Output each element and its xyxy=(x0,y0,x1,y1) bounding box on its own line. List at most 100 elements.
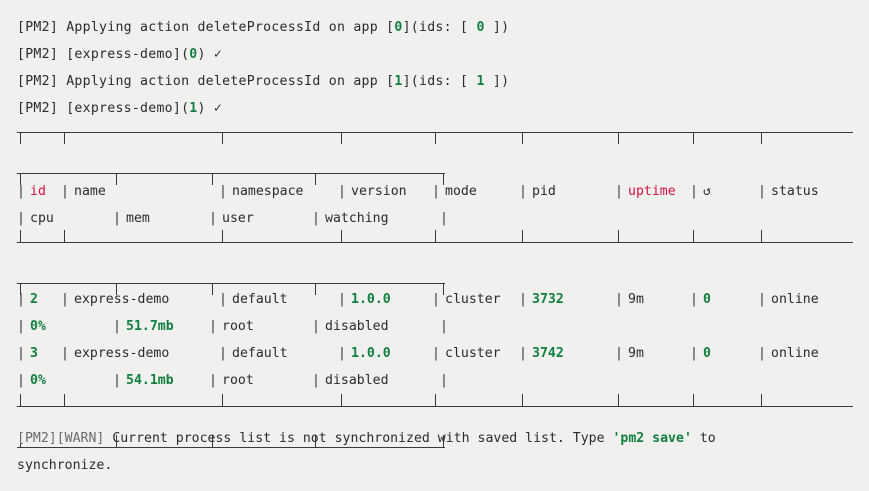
table-rule-tick xyxy=(20,283,21,295)
table-column-divider: | xyxy=(61,292,69,307)
table-column-divider: | xyxy=(690,292,698,307)
warning-line-2: synchronize. xyxy=(17,458,113,473)
table-column-divider: | xyxy=(432,184,440,199)
log-segment: ]) xyxy=(484,74,510,89)
table-column-divider: | xyxy=(758,184,766,199)
table-column-divider: | xyxy=(690,184,698,199)
cell-version: 1.0.0 xyxy=(351,346,391,361)
table-column-divider: | xyxy=(17,373,25,388)
log-line: [PM2] Applying action deleteProcessId on… xyxy=(17,68,857,95)
table-border-top-lower xyxy=(0,151,869,185)
table-rule-tick xyxy=(116,283,117,295)
table-header-mode: mode xyxy=(445,184,477,199)
table-rule-tick xyxy=(20,132,21,144)
table-column-divider: | xyxy=(61,184,69,199)
table-rule-tick xyxy=(222,132,223,144)
table-rule-tick xyxy=(315,435,316,447)
table-column-divider: | xyxy=(758,292,766,307)
table-rule-tick xyxy=(761,230,762,242)
cell-id: 2 xyxy=(30,292,38,307)
table-column-divider: | xyxy=(209,373,217,388)
table-column-divider: | xyxy=(519,184,527,199)
table-column-divider: | xyxy=(338,292,346,307)
table-rule-tick xyxy=(618,132,619,144)
table-header-row-primary: | id | name | namespace | version | mode | pid | upti… xyxy=(0,178,869,205)
table-header-watching: watching xyxy=(325,211,389,226)
log-segment: ✓ xyxy=(213,101,223,116)
process-table: | id | name | namespace | version | mode | pid | upti… xyxy=(0,124,869,448)
table-header-cpu: cpu xyxy=(30,211,54,226)
table-column-divider: | xyxy=(17,184,25,199)
table-header-id: id xyxy=(30,184,46,199)
table-column-divider: | xyxy=(113,319,121,334)
table-column-divider: | xyxy=(219,346,227,361)
table-rule-tick xyxy=(116,173,117,185)
table-rule-tick xyxy=(20,394,21,406)
cell-version: 1.0.0 xyxy=(351,292,391,307)
table-rule-tick xyxy=(20,173,21,185)
cell-cpu: 0% xyxy=(30,319,46,334)
cell-mem: 54.1mb xyxy=(126,373,174,388)
table-column-divider: | xyxy=(432,292,440,307)
cell-mode: cluster xyxy=(445,346,501,361)
table-header-namespace: namespace xyxy=(232,184,304,199)
table-border-bottom-upper xyxy=(0,394,869,421)
table-border-bottom-lower xyxy=(0,421,869,448)
table-row-secondary: |0%|51.7mb|root|disabled| xyxy=(0,313,869,340)
table-column-divider: | xyxy=(219,292,227,307)
table-rule-tick xyxy=(64,132,65,144)
table-rule-tick xyxy=(64,230,65,242)
warning-line-1: [PM2][WARN] Current process list is not … xyxy=(17,425,857,452)
table-column-divider: | xyxy=(338,346,346,361)
table-column-divider: | xyxy=(519,292,527,307)
table-rule-tick xyxy=(222,394,223,406)
table-column-divider: | xyxy=(432,346,440,361)
log-segment: 1 xyxy=(476,74,485,89)
log-segment: ](ids: [ xyxy=(402,20,477,35)
table-header-uptime: uptime xyxy=(628,184,676,199)
table-header-pid: pid xyxy=(532,184,556,199)
table-rule-tick xyxy=(618,394,619,406)
table-rule-tick xyxy=(341,230,342,242)
log-line: [PM2] [express-demo](0) ✓ xyxy=(17,41,857,68)
table-row: |2|express-demo|default|1.0.0|cluster|37… xyxy=(0,286,869,313)
table-header-version: version xyxy=(351,184,407,199)
table-horizontal-rule xyxy=(17,447,445,448)
table-column-divider: | xyxy=(690,346,698,361)
table-header-name: name xyxy=(74,184,106,199)
table-column-divider: | xyxy=(312,319,320,334)
table-column-divider: | xyxy=(17,211,25,226)
table-column-divider: | xyxy=(17,346,25,361)
table-rule-tick xyxy=(116,435,117,447)
table-rule-tick xyxy=(315,173,316,185)
table-rule-tick xyxy=(761,394,762,406)
table-rule-tick xyxy=(435,394,436,406)
table-column-divider: | xyxy=(615,184,623,199)
cell-pid: 3742 xyxy=(532,346,564,361)
table-border-top-upper xyxy=(0,124,869,151)
cell-uptime: 9m xyxy=(628,346,644,361)
log-segment: 0 xyxy=(189,47,198,62)
cell-restarts: 0 xyxy=(703,346,711,361)
table-rule-tick xyxy=(20,230,21,242)
log-segment: 0 xyxy=(476,20,485,35)
cell-cpu: 0% xyxy=(30,373,46,388)
table-rule-tick xyxy=(222,230,223,242)
log-segment: [PM2] [express-demo]( xyxy=(17,47,190,62)
table-column-divider: | xyxy=(17,292,25,307)
log-segment: ✓ xyxy=(213,47,223,62)
log-output: [PM2] Applying action deleteProcessId on… xyxy=(17,14,857,122)
table-horizontal-rule xyxy=(17,242,853,243)
table-rule-tick xyxy=(522,132,523,144)
cell-uptime: 9m xyxy=(628,292,644,307)
table-column-divider: | xyxy=(440,211,448,226)
log-segment: 1 xyxy=(394,74,403,89)
table-header-separator-lower xyxy=(0,259,869,295)
cell-name: express-demo xyxy=(74,346,170,361)
table-horizontal-rule xyxy=(17,406,853,407)
table-header-separator-upper xyxy=(0,230,869,259)
table-horizontal-rule xyxy=(17,283,445,284)
table-column-divider: | xyxy=(312,211,320,226)
table-column-divider: | xyxy=(61,346,69,361)
